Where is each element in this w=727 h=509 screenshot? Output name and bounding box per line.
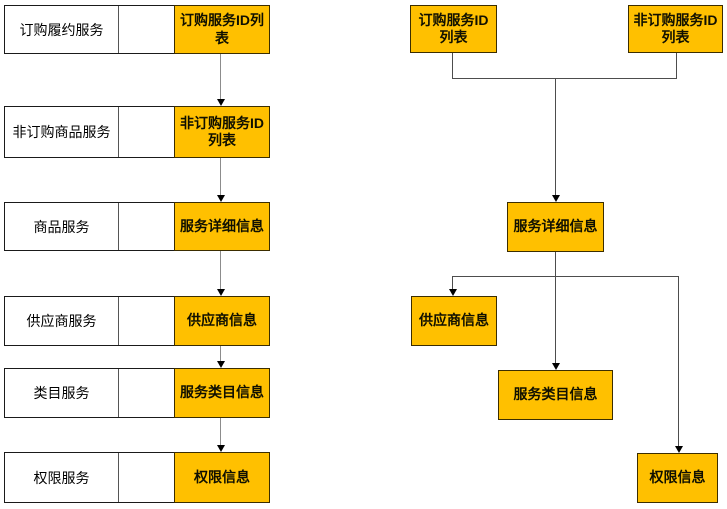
connector-line xyxy=(555,78,556,195)
row-divider xyxy=(118,297,119,345)
connector-line xyxy=(220,346,221,361)
flow-node-unsubscribed-id-list: 非订购服务ID列表 xyxy=(628,5,723,53)
output-node-service-detail: 服务详细信息 xyxy=(174,202,270,251)
service-row-category: 类目服务 服务类目信息 xyxy=(4,368,270,418)
row-divider xyxy=(118,203,119,250)
service-row-permission: 权限服务 权限信息 xyxy=(4,452,270,503)
arrowhead-down-icon xyxy=(552,363,560,370)
output-node-supplier-info: 供应商信息 xyxy=(174,296,270,346)
arrowhead-down-icon xyxy=(217,99,225,106)
flow-node-supplier-info: 供应商信息 xyxy=(411,296,497,346)
connector-line xyxy=(452,276,453,289)
connector-line xyxy=(220,54,221,99)
row-divider xyxy=(118,107,119,157)
connector-line xyxy=(452,53,453,79)
service-label: 订购履约服务 xyxy=(19,23,104,39)
row-divider xyxy=(118,369,119,417)
output-node-subscribed-id-list: 订购服务ID列表 xyxy=(174,5,270,54)
output-node-unsubscribed-id-list: 非订购服务ID列表 xyxy=(174,106,270,158)
output-node-permission-info: 权限信息 xyxy=(174,452,270,503)
arrowhead-down-icon xyxy=(552,195,560,202)
connector-line xyxy=(555,252,556,277)
service-label: 供应商服务 xyxy=(26,315,97,330)
service-label: 权限服务 xyxy=(33,471,90,487)
connector-line xyxy=(452,78,677,79)
service-row-order-fulfillment: 订购履约服务 订购服务ID列表 xyxy=(4,5,270,54)
service-label: 商品服务 xyxy=(33,220,90,236)
row-divider xyxy=(118,453,119,502)
arrowhead-down-icon xyxy=(217,195,225,202)
flow-node-subscribed-id-list: 订购服务ID列表 xyxy=(410,5,497,53)
arrowhead-down-icon xyxy=(217,445,225,452)
service-label: 非订购商品服务 xyxy=(12,126,111,141)
service-row-non-order-goods: 非订购商品服务 非订购服务ID列表 xyxy=(4,106,270,158)
connector-line xyxy=(220,418,221,445)
connector-line xyxy=(220,251,221,289)
arrowhead-down-icon xyxy=(217,289,225,296)
arrowhead-down-icon xyxy=(449,289,457,296)
connector-line xyxy=(220,158,221,195)
flow-node-permission-info: 权限信息 xyxy=(637,453,718,503)
connector-line xyxy=(452,276,679,277)
row-divider xyxy=(118,6,119,53)
arrowhead-down-icon xyxy=(217,361,225,368)
service-row-supplier: 供应商服务 供应商信息 xyxy=(4,296,270,346)
connector-line xyxy=(555,276,556,363)
service-row-goods: 商品服务 服务详细信息 xyxy=(4,202,270,251)
connector-line xyxy=(676,53,677,79)
output-node-category-info: 服务类目信息 xyxy=(174,368,270,418)
flow-node-service-detail: 服务详细信息 xyxy=(507,202,604,252)
service-label: 类目服务 xyxy=(33,387,90,402)
flow-node-category-info: 服务类目信息 xyxy=(498,370,613,420)
connector-line xyxy=(678,276,679,446)
arrowhead-down-icon xyxy=(675,446,683,453)
